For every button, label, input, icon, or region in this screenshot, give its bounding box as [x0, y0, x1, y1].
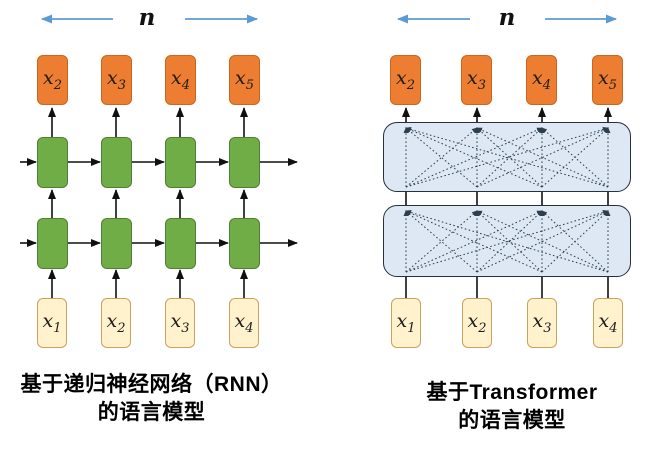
transformer-wires: [402, 107, 612, 298]
rnn-cell: [165, 137, 196, 188]
input-token: x4: [229, 298, 259, 348]
rnn-cell: [101, 137, 132, 188]
output-token: x3: [101, 55, 132, 105]
output-token: x5: [592, 55, 623, 105]
rnn-cell: [37, 218, 68, 269]
output-token: x4: [526, 55, 557, 105]
input-token: x4: [593, 298, 623, 348]
input-token: x2: [462, 298, 492, 348]
rnn-wires: [20, 107, 298, 298]
input-token: x2: [101, 298, 131, 348]
rnn-cell: [165, 218, 196, 269]
output-token: x2: [390, 55, 421, 105]
output-token: x2: [37, 55, 68, 105]
caption-line: 基于递归神经网络（RNN）: [20, 373, 283, 396]
input-token: x1: [391, 298, 421, 348]
output-token: x5: [229, 55, 260, 105]
input-token: x3: [527, 298, 557, 348]
input-token: x3: [165, 298, 195, 348]
rnn-cell: [229, 137, 260, 188]
rnn-caption: 基于递归神经网络（RNN） 的语言模型: [0, 371, 303, 426]
output-token: x3: [461, 55, 492, 105]
transformer-caption: 基于Transformer 的语言模型: [362, 379, 660, 434]
caption-line: 的语言模型: [458, 408, 566, 432]
sequence-length-label: n: [138, 4, 156, 31]
attention-block: [383, 205, 631, 277]
output-token: x4: [165, 55, 196, 105]
input-token: x1: [37, 298, 67, 348]
rnn-cell: [229, 218, 260, 269]
rnn-cell: [37, 137, 68, 188]
caption-line: 的语言模型: [97, 400, 206, 424]
sequence-length-label: n: [498, 4, 516, 31]
rnn-cell: [101, 218, 132, 269]
caption-line: 基于Transformer: [426, 381, 598, 404]
